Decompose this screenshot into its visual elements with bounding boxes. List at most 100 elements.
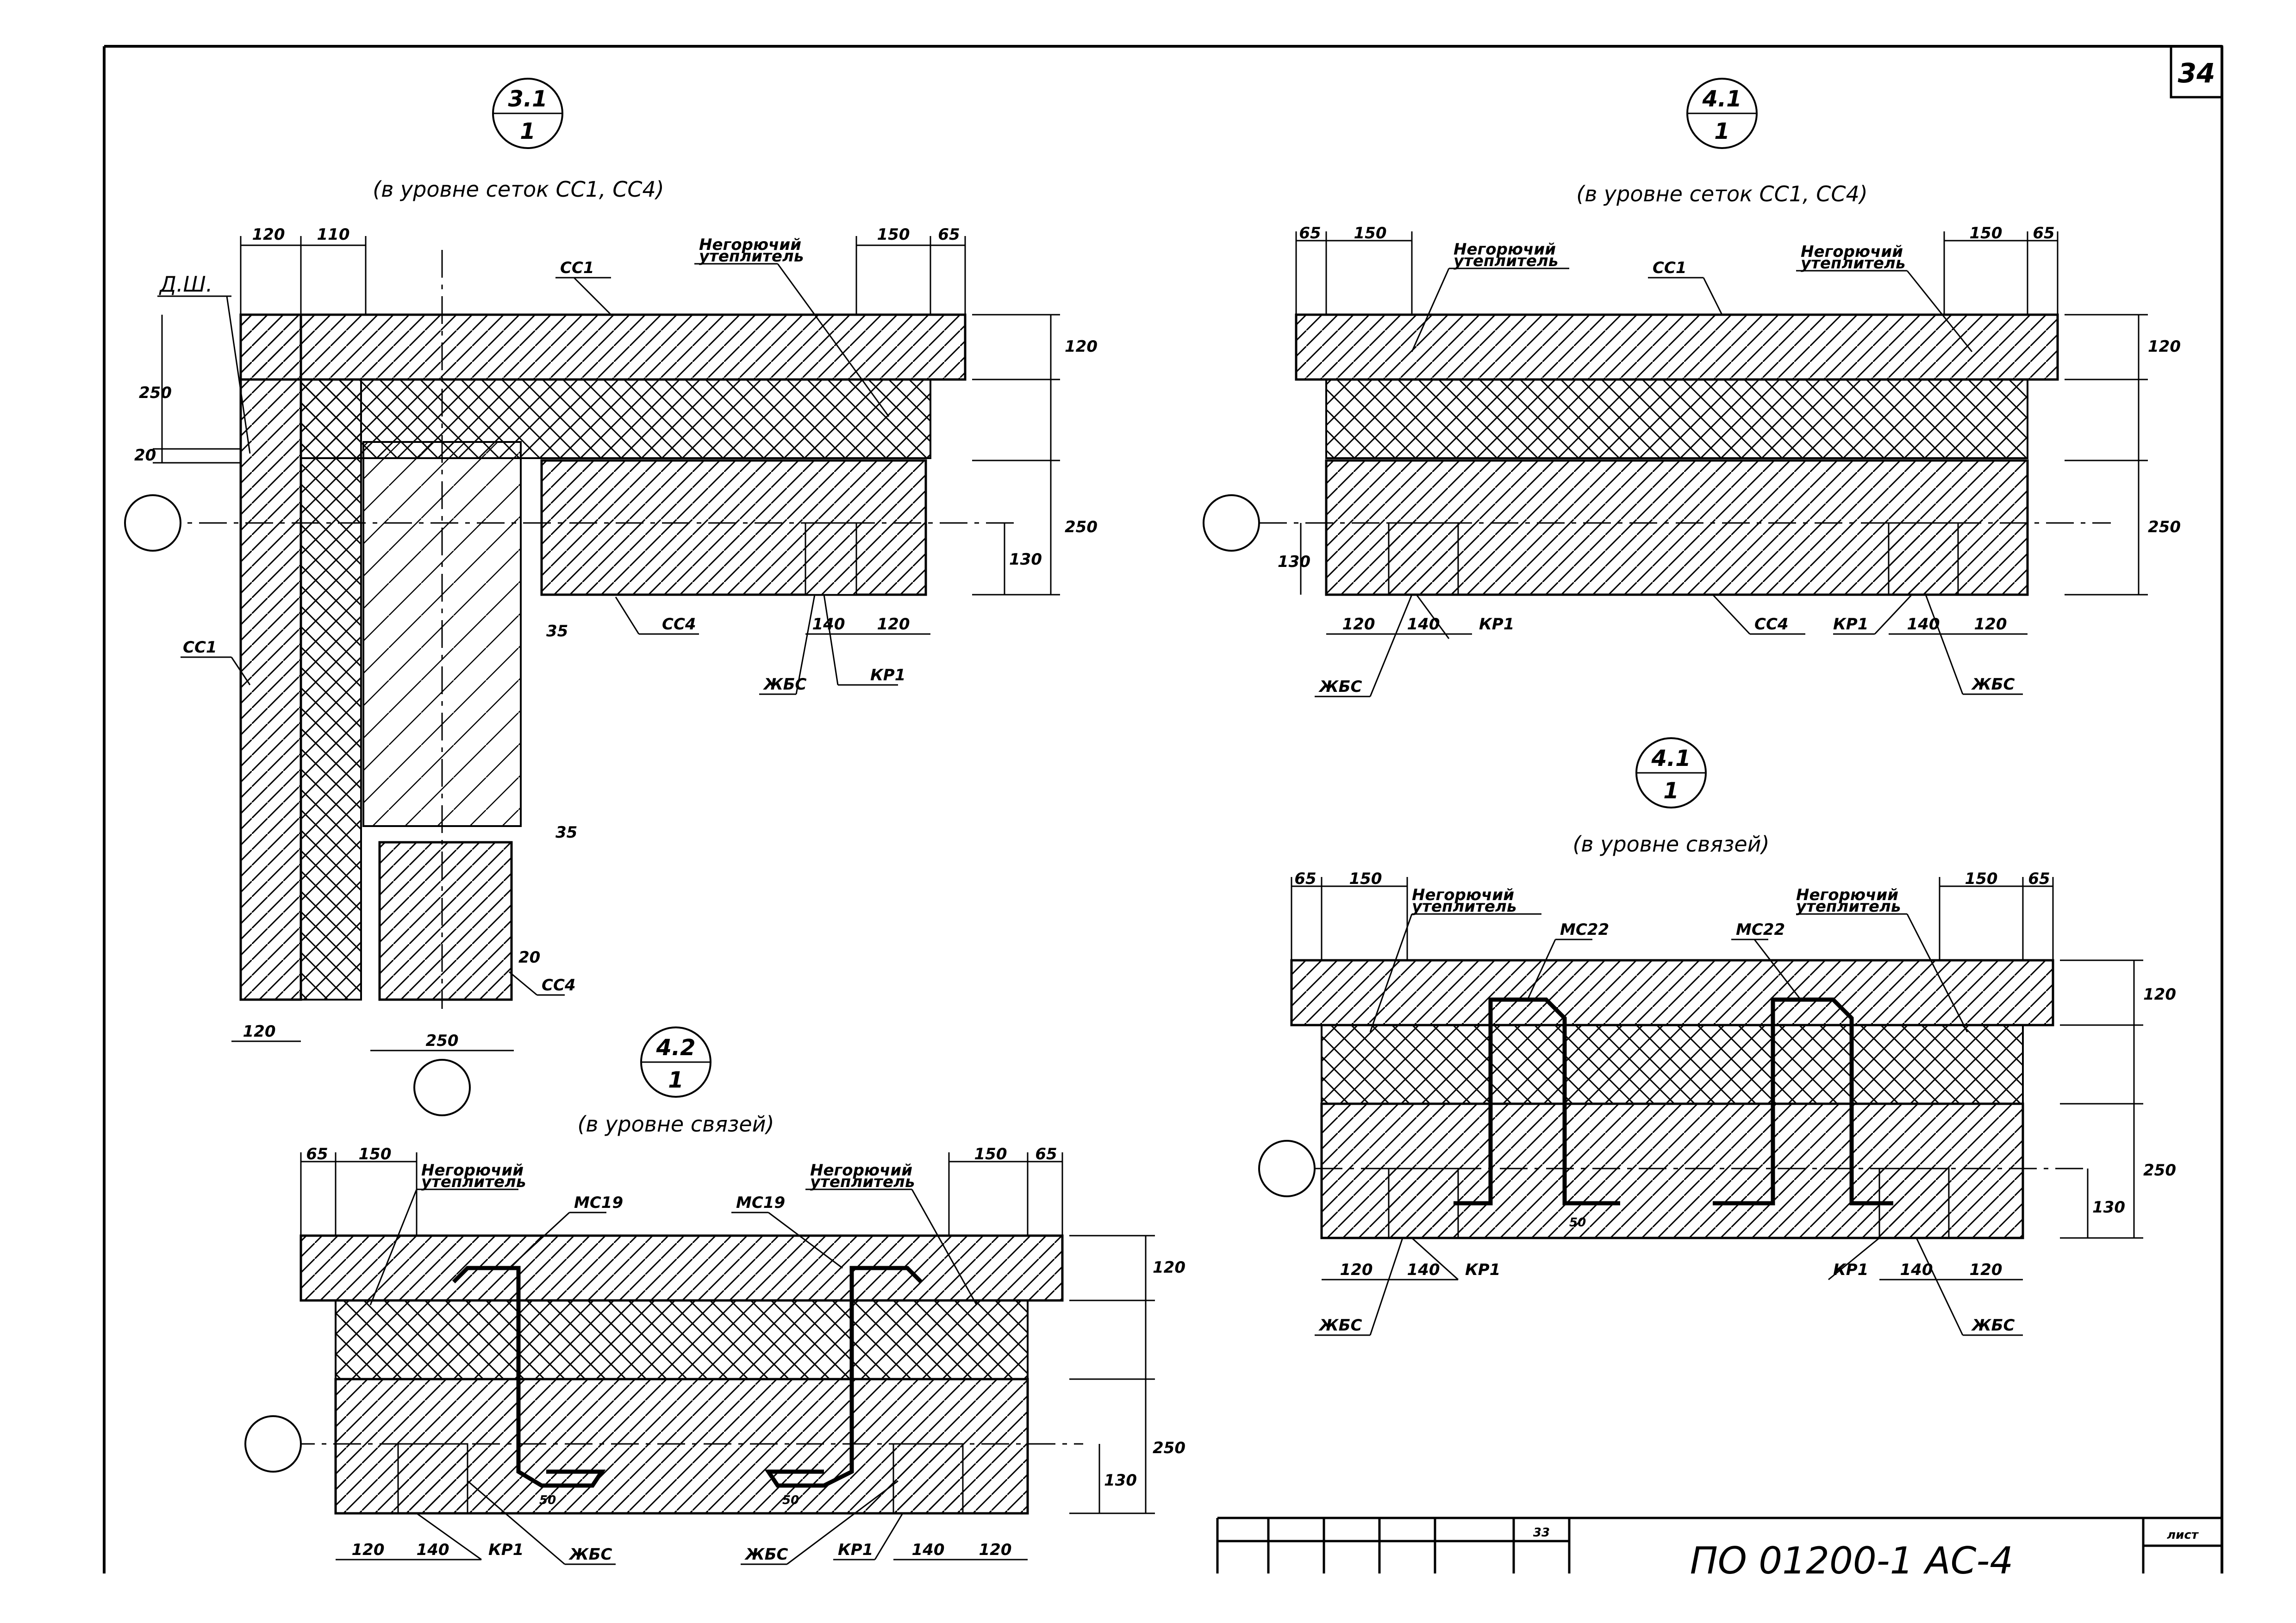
svg-text:150: 150	[1970, 224, 2003, 243]
svg-text:1: 1	[520, 118, 535, 144]
svg-text:50: 50	[1569, 1216, 1586, 1230]
svg-text:утеплитель: утеплитель	[810, 1173, 915, 1191]
svg-text:20: 20	[518, 948, 540, 967]
svg-text:СС4: СС4	[1754, 615, 1789, 634]
svg-text:250: 250	[139, 384, 172, 402]
outer-concrete-layer	[239, 313, 967, 381]
svg-text:1: 1	[668, 1067, 683, 1093]
svg-text:СС1: СС1	[560, 259, 594, 277]
svg-text:65: 65	[938, 225, 960, 244]
svg-text:СС4: СС4	[542, 976, 576, 995]
svg-text:50: 50	[539, 1493, 556, 1507]
svg-text:65: 65	[1035, 1145, 1057, 1163]
svg-text:1: 1	[1663, 778, 1678, 804]
svg-text:СС1: СС1	[183, 638, 217, 657]
svg-text:130: 130	[1104, 1471, 1137, 1490]
sheet-label: лист	[2167, 1528, 2199, 1542]
svg-text:250: 250	[1153, 1439, 1185, 1457]
lower-inner-block	[378, 841, 513, 1001]
sheet-frame	[103, 45, 2223, 1573]
detail-4-2-ties: 4.2 1 (в уровне связей)	[244, 1026, 1185, 1565]
detail-4-1-mesh: 4.1 1 (в уровне сеток СС1, СС4)	[1203, 78, 2181, 697]
svg-text:ЖБС: ЖБС	[763, 675, 807, 694]
detail-4-1-ties: 4.1 1 (в уровне связей)	[1258, 737, 2176, 1336]
svg-text:КР1: КР1	[1833, 1261, 1868, 1279]
svg-text:4.1: 4.1	[1651, 746, 1691, 771]
svg-text:120: 120	[1340, 1261, 1373, 1279]
svg-text:250: 250	[2148, 518, 2181, 536]
wall-insulation	[300, 379, 362, 1001]
svg-text:140: 140	[912, 1541, 945, 1559]
svg-text:120: 120	[2148, 337, 2181, 356]
svg-text:Негорючий: Негорючий	[1796, 886, 1898, 904]
svg-text:утеплитель: утеплитель	[421, 1173, 526, 1191]
axis-bubble	[124, 494, 181, 552]
svg-text:КР1: КР1	[838, 1541, 873, 1559]
svg-text:65: 65	[2028, 870, 2050, 888]
svg-text:КР1: КР1	[488, 1541, 524, 1559]
svg-text:(в уровне связей): (в уровне связей)	[577, 1112, 774, 1137]
svg-text:Негорючий: Негорючий	[1454, 240, 1556, 259]
inner-concrete-layer	[540, 459, 927, 596]
svg-text:150: 150	[359, 1145, 392, 1163]
svg-text:130: 130	[1009, 550, 1042, 569]
svg-text:120: 120	[1153, 1258, 1185, 1277]
svg-text:утеплитель: утеплитель	[1412, 897, 1516, 916]
svg-text:МС19: МС19	[574, 1194, 623, 1212]
title-block: 33 ПО 01200-1 АС-4 лист	[1216, 1517, 2222, 1582]
svg-text:120: 120	[243, 1022, 276, 1041]
svg-text:3.1: 3.1	[508, 86, 547, 112]
svg-text:130: 130	[1278, 553, 1310, 571]
svg-text:1: 1	[1714, 118, 1729, 144]
svg-text:150: 150	[1354, 224, 1387, 243]
svg-text:ЖБС: ЖБС	[1971, 1316, 2015, 1335]
svg-text:65: 65	[2033, 224, 2054, 243]
svg-text:120: 120	[877, 615, 910, 634]
svg-text:150: 150	[1349, 870, 1382, 888]
svg-text:140: 140	[1900, 1261, 1933, 1279]
svg-text:120: 120	[1970, 1261, 2003, 1279]
svg-text:утеплитель: утеплитель	[1454, 252, 1558, 270]
svg-text:150: 150	[877, 225, 910, 244]
svg-text:130: 130	[2092, 1198, 2125, 1217]
svg-text:50: 50	[782, 1493, 799, 1507]
svg-text:250: 250	[2143, 1161, 2176, 1180]
svg-text:Негорючий: Негорючий	[1412, 886, 1514, 904]
svg-text:СС1: СС1	[1653, 259, 1687, 277]
svg-text:120: 120	[1974, 615, 2007, 634]
svg-text:утеплитель: утеплитель	[699, 247, 804, 266]
svg-text:МС22: МС22	[1736, 920, 1785, 939]
svg-text:150: 150	[1965, 870, 1998, 888]
detail-marker-4-1: 4.1 1	[1686, 78, 1758, 149]
svg-text:120: 120	[352, 1541, 385, 1559]
axis-bubble	[413, 1059, 471, 1116]
outer-wall-layer	[239, 313, 302, 1001]
svg-text:35: 35	[555, 823, 577, 842]
svg-text:140: 140	[1407, 615, 1440, 634]
svg-text:120: 120	[1065, 337, 1098, 356]
svg-text:МС19: МС19	[736, 1194, 785, 1212]
svg-text:35: 35	[546, 622, 568, 640]
svg-text:(в уровне связей): (в уровне связей)	[1572, 832, 1769, 857]
svg-text:(в уровне сеток СС1, СС4): (в уровне сеток СС1, СС4)	[1576, 181, 1868, 206]
svg-text:КР1: КР1	[1465, 1261, 1500, 1279]
svg-text:КР1: КР1	[870, 666, 905, 684]
svg-text:4.1: 4.1	[1702, 86, 1741, 112]
svg-text:СС4: СС4	[662, 615, 696, 634]
svg-text:ЖБС: ЖБС	[568, 1545, 612, 1564]
svg-text:Негорючий: Негорючий	[699, 236, 801, 254]
svg-text:4.2: 4.2	[655, 1035, 695, 1061]
svg-text:120: 120	[252, 225, 285, 244]
svg-text:33: 33	[1533, 1526, 1550, 1540]
svg-text:150: 150	[974, 1145, 1007, 1163]
svg-text:120: 120	[1342, 615, 1375, 634]
svg-text:250: 250	[1065, 518, 1098, 536]
svg-text:120: 120	[979, 1541, 1012, 1559]
svg-text:20: 20	[134, 446, 156, 465]
svg-text:120: 120	[2143, 985, 2176, 1004]
svg-text:140: 140	[1407, 1261, 1440, 1279]
svg-text:Негорючий: Негорючий	[810, 1161, 912, 1180]
svg-text:Д.Ш.: Д.Ш.	[159, 272, 212, 297]
svg-text:ЖБС: ЖБС	[1318, 678, 1362, 696]
